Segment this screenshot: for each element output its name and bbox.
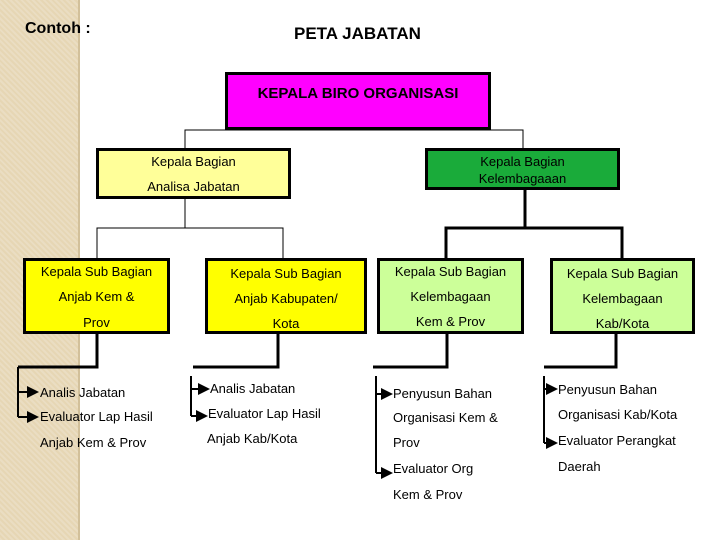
box-line: Anjab Kem & (58, 289, 135, 304)
box-line: Kem & Prov (415, 314, 486, 329)
box-line: Analisa Jabatan (147, 179, 240, 194)
staff-item: Evaluator Perangkat (558, 433, 676, 448)
staff-item: Kem & Prov (393, 487, 463, 502)
box-line: Kota (272, 316, 300, 331)
subbagian-anjab-kab-box: Kepala Sub Bagian Anjab Kabupaten/ Kota (205, 258, 367, 334)
box-line: Kab/Kota (595, 316, 650, 331)
box-line: Kepala Sub Bagian (566, 266, 679, 281)
box-label: KEPALA BIRO ORGANISASI (257, 85, 459, 102)
box-line: Kepala Bagian (151, 154, 236, 169)
staff-item: Evaluator Org (393, 461, 474, 476)
staff-item: Penyusun Bahan (393, 386, 493, 401)
kepala-biro-box: KEPALA BIRO ORGANISASI (225, 72, 491, 130)
staff-item: Evaluator Lap Hasil (208, 406, 321, 421)
example-label: Contoh : (25, 20, 91, 37)
box-line: Kepala Sub Bagian (394, 264, 507, 279)
box-line: Anjab Kabupaten/ (234, 291, 338, 306)
staff-item: Penyusun Bahan (558, 382, 658, 397)
box-line: Prov (83, 315, 110, 330)
staff-item: Anjab Kem & Prov (40, 435, 147, 450)
box-line: Kepala Sub Bagian (40, 264, 153, 279)
staff-item: Organisasi Kem & (393, 410, 498, 425)
box-line: Kelembagaaan (478, 171, 567, 186)
bagian-analisa-box: Kepala Bagian Analisa Jabatan (96, 148, 291, 199)
subbagian-kelembagaan-kab-box: Kepala Sub Bagian Kelembagaan Kab/Kota (550, 258, 695, 334)
box-line: Kepala Sub Bagian (230, 266, 342, 281)
staff-item: Prov (393, 435, 420, 450)
subbagian-kelembagaan-kem-box: Kepala Sub Bagian Kelembagaan Kem & Prov (377, 258, 524, 334)
staff-item: Analis Jabatan (40, 385, 126, 400)
bagian-kelembagaan-box: Kepala Bagian Kelembagaaan (425, 148, 620, 190)
page-title: PETA JABATAN (294, 24, 421, 43)
box-line: Kepala Bagian (480, 154, 565, 169)
staff-item: Anjab Kab/Kota (207, 431, 298, 446)
subbagian-anjab-kem-box: Kepala Sub Bagian Anjab Kem & Prov (23, 258, 170, 334)
staff-item: Organisasi Kab/Kota (558, 407, 678, 422)
staff-item: Analis Jabatan (210, 381, 296, 396)
staff-item: Daerah (558, 459, 601, 474)
staff-item: Evaluator Lap Hasil (40, 409, 153, 424)
box-line: Kelembagaan (410, 289, 491, 304)
box-line: Kelembagaan (582, 291, 663, 306)
